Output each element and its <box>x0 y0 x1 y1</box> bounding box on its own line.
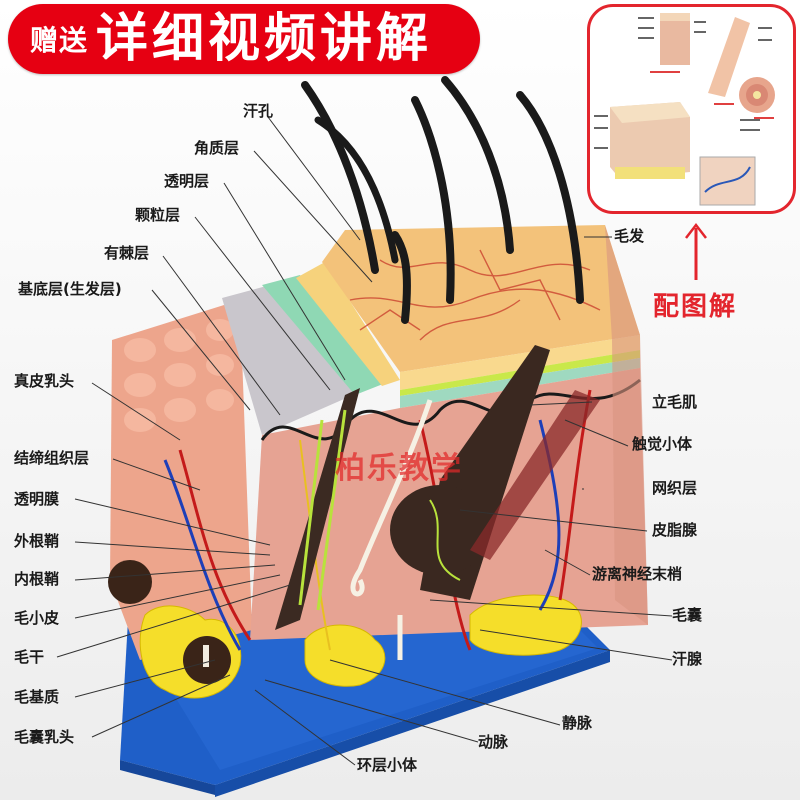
label-stratum-corneum: 角质层 <box>194 139 240 157</box>
label-stratum-granulosum: 颗粒层 <box>135 206 181 224</box>
label-stratum-basale: 基底层(生发层) <box>18 280 122 298</box>
label-reticular-layer: 网织层 <box>652 479 698 497</box>
label-sebaceous-gland: 皮脂腺 <box>652 521 698 539</box>
label-follicle-papilla: 毛囊乳头 <box>14 728 75 746</box>
label-free-nerve-endings: 游离神经末梢 <box>592 565 683 583</box>
up-arrow-icon <box>685 222 707 280</box>
promo-banner: 赠送 详细视频讲解 <box>8 4 480 74</box>
label-meissner-corpuscle: 触觉小体 <box>632 435 693 453</box>
stratum-lucidum-band <box>296 262 400 386</box>
inset-caption: 配图解 <box>653 292 738 322</box>
label-hair-cuticle: 毛小皮 <box>14 609 60 627</box>
label-hair: 毛发 <box>614 227 645 245</box>
stratum-spinosum-block <box>222 285 360 435</box>
label-inner-root-sheath: 内根鞘 <box>14 570 60 588</box>
label-sweat-pore: 汗孔 <box>243 102 274 120</box>
label-connective-tissue-layer: 结缔组织层 <box>14 449 90 467</box>
reference-diagram-inset <box>587 4 796 214</box>
label-dermal-papilla: 真皮乳头 <box>14 372 75 390</box>
label-hair-shaft: 毛干 <box>14 648 45 666</box>
label-artery: 动脉 <box>478 733 509 751</box>
label-arrector-pili: 立毛肌 <box>652 393 698 411</box>
label-vein: 静脉 <box>562 714 593 732</box>
label-pacinian-corpuscle: 环层小体 <box>357 756 418 774</box>
label-hair-follicle: 毛囊 <box>672 606 703 624</box>
label-hair-matrix: 毛基质 <box>14 688 60 706</box>
reference-diagram-thumbnail <box>594 13 775 206</box>
label-sweat-gland: 汗腺 <box>672 650 703 668</box>
stratum-granulosum-band <box>262 275 388 395</box>
watermark: 柏乐教学 <box>335 451 463 486</box>
label-stratum-lucidum: 透明层 <box>164 172 210 190</box>
hairs <box>301 76 584 324</box>
label-outer-root-sheath: 外根鞘 <box>14 532 60 550</box>
label-stratum-spinosum: 有棘层 <box>104 244 150 262</box>
label-glassy-membrane: 透明膜 <box>14 490 60 508</box>
banner-prefix: 赠送 <box>30 24 89 57</box>
banner-title: 详细视频讲解 <box>96 9 433 69</box>
